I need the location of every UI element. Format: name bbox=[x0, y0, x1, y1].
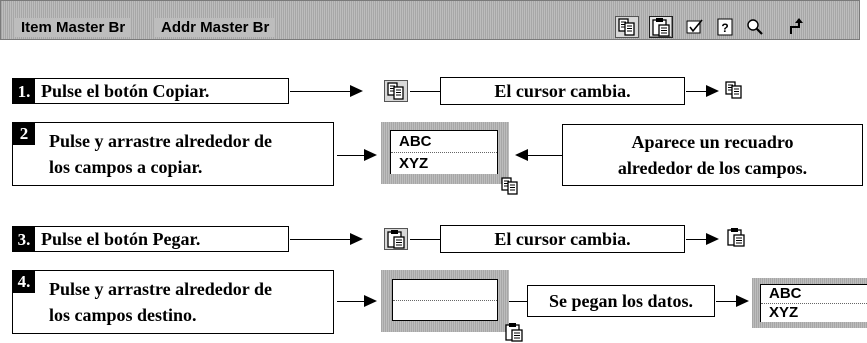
step1-box: 1. Pulse el botón Copiar. bbox=[12, 78, 289, 104]
copy-icon bbox=[617, 17, 637, 37]
zoom-icon bbox=[747, 19, 763, 35]
target-divider bbox=[393, 300, 497, 301]
field-xyz: XYZ bbox=[391, 153, 497, 174]
step4-number: 4. bbox=[13, 271, 35, 293]
paste-cursor-icon bbox=[726, 227, 746, 247]
step4-line2: los campos destino. bbox=[49, 305, 197, 325]
exit-icon bbox=[790, 18, 803, 34]
tab-addr-master[interactable]: Addr Master Br bbox=[155, 18, 276, 37]
paste-cursor-icon bbox=[504, 322, 524, 342]
arrow-line bbox=[337, 301, 365, 302]
paste-target-frame bbox=[381, 270, 509, 332]
step2-box: 2 Pulse y arrastre alrededor de los camp… bbox=[12, 122, 334, 186]
connector-line bbox=[410, 239, 440, 240]
step4-line1: Pulse y arrastre alrededor de bbox=[49, 279, 272, 299]
step2-number: 2 bbox=[13, 123, 35, 145]
arrow-head-icon bbox=[364, 149, 377, 161]
arrow-head-icon bbox=[350, 85, 363, 97]
paste-button[interactable] bbox=[649, 16, 673, 38]
step4-result: Se pegan los datos. bbox=[527, 285, 715, 317]
arrow-line bbox=[686, 91, 708, 92]
step3-number: 3. bbox=[13, 227, 35, 251]
connector-line bbox=[509, 301, 527, 302]
step1-result: El cursor cambia. bbox=[440, 77, 685, 105]
selection-rectangle: ABC XYZ bbox=[390, 130, 498, 174]
arrow-line bbox=[686, 239, 708, 240]
step2-line2: los campos a copiar. bbox=[49, 157, 203, 177]
exit-button[interactable] bbox=[785, 16, 809, 38]
arrow-head-icon bbox=[364, 295, 377, 307]
field-abc: ABC bbox=[391, 131, 497, 153]
pasted-field-abc: ABC bbox=[761, 285, 867, 304]
connector-line bbox=[410, 91, 440, 92]
arrow-line bbox=[337, 155, 365, 156]
checkmark-icon bbox=[686, 19, 703, 34]
step3-instruction: Pulse el botón Pegar. bbox=[41, 228, 201, 249]
copy-cursor-icon bbox=[500, 176, 520, 196]
check-button[interactable] bbox=[683, 16, 707, 38]
paste-icon bbox=[651, 17, 671, 37]
note-line1: Aparece un recuadro bbox=[631, 132, 794, 152]
target-rectangle bbox=[392, 279, 498, 321]
help-button[interactable]: ? bbox=[713, 16, 737, 38]
paste-icon bbox=[386, 229, 406, 249]
copy-cursor-icon bbox=[724, 80, 744, 100]
note-line2: alrededor de los campos. bbox=[617, 158, 808, 178]
step3-result: El cursor cambia. bbox=[440, 225, 685, 253]
arrow-head-icon bbox=[736, 295, 749, 307]
step2-note: Aparece un recuadro alrededor de los cam… bbox=[562, 124, 863, 186]
arrow-line bbox=[716, 301, 738, 302]
help-icon: ? bbox=[717, 18, 733, 36]
copy-button-example bbox=[384, 80, 408, 102]
arrow-head-icon bbox=[706, 233, 719, 245]
copy-selection-frame: ABC XYZ bbox=[381, 122, 509, 184]
step1-instruction: Pulse el botón Copiar. bbox=[41, 80, 210, 101]
copy-icon bbox=[386, 81, 406, 101]
step3-box: 3. Pulse el botón Pegar. bbox=[12, 226, 289, 252]
tab-item-master[interactable]: Item Master Br bbox=[15, 18, 132, 37]
svg-text:?: ? bbox=[721, 21, 728, 35]
arrow-head-icon bbox=[515, 149, 528, 161]
arrow-line bbox=[290, 91, 350, 92]
toolbar: Item Master Br Addr Master Br ? bbox=[0, 0, 860, 40]
step2-line1: Pulse y arrastre alrededor de bbox=[49, 131, 272, 151]
arrow-line bbox=[290, 239, 350, 240]
arrow-head-icon bbox=[706, 85, 719, 97]
arrow-line bbox=[526, 155, 562, 156]
pasted-field-xyz: XYZ bbox=[761, 304, 867, 322]
pasted-result-frame: ABC XYZ bbox=[752, 278, 867, 328]
pasted-rectangle: ABC XYZ bbox=[760, 284, 867, 322]
step1-number: 1. bbox=[13, 79, 35, 103]
zoom-button[interactable] bbox=[743, 16, 767, 38]
copy-button[interactable] bbox=[615, 16, 639, 38]
step4-box: 4. Pulse y arrastre alrededor de los cam… bbox=[12, 270, 334, 334]
paste-button-example bbox=[384, 228, 408, 250]
arrow-head-icon bbox=[350, 233, 363, 245]
